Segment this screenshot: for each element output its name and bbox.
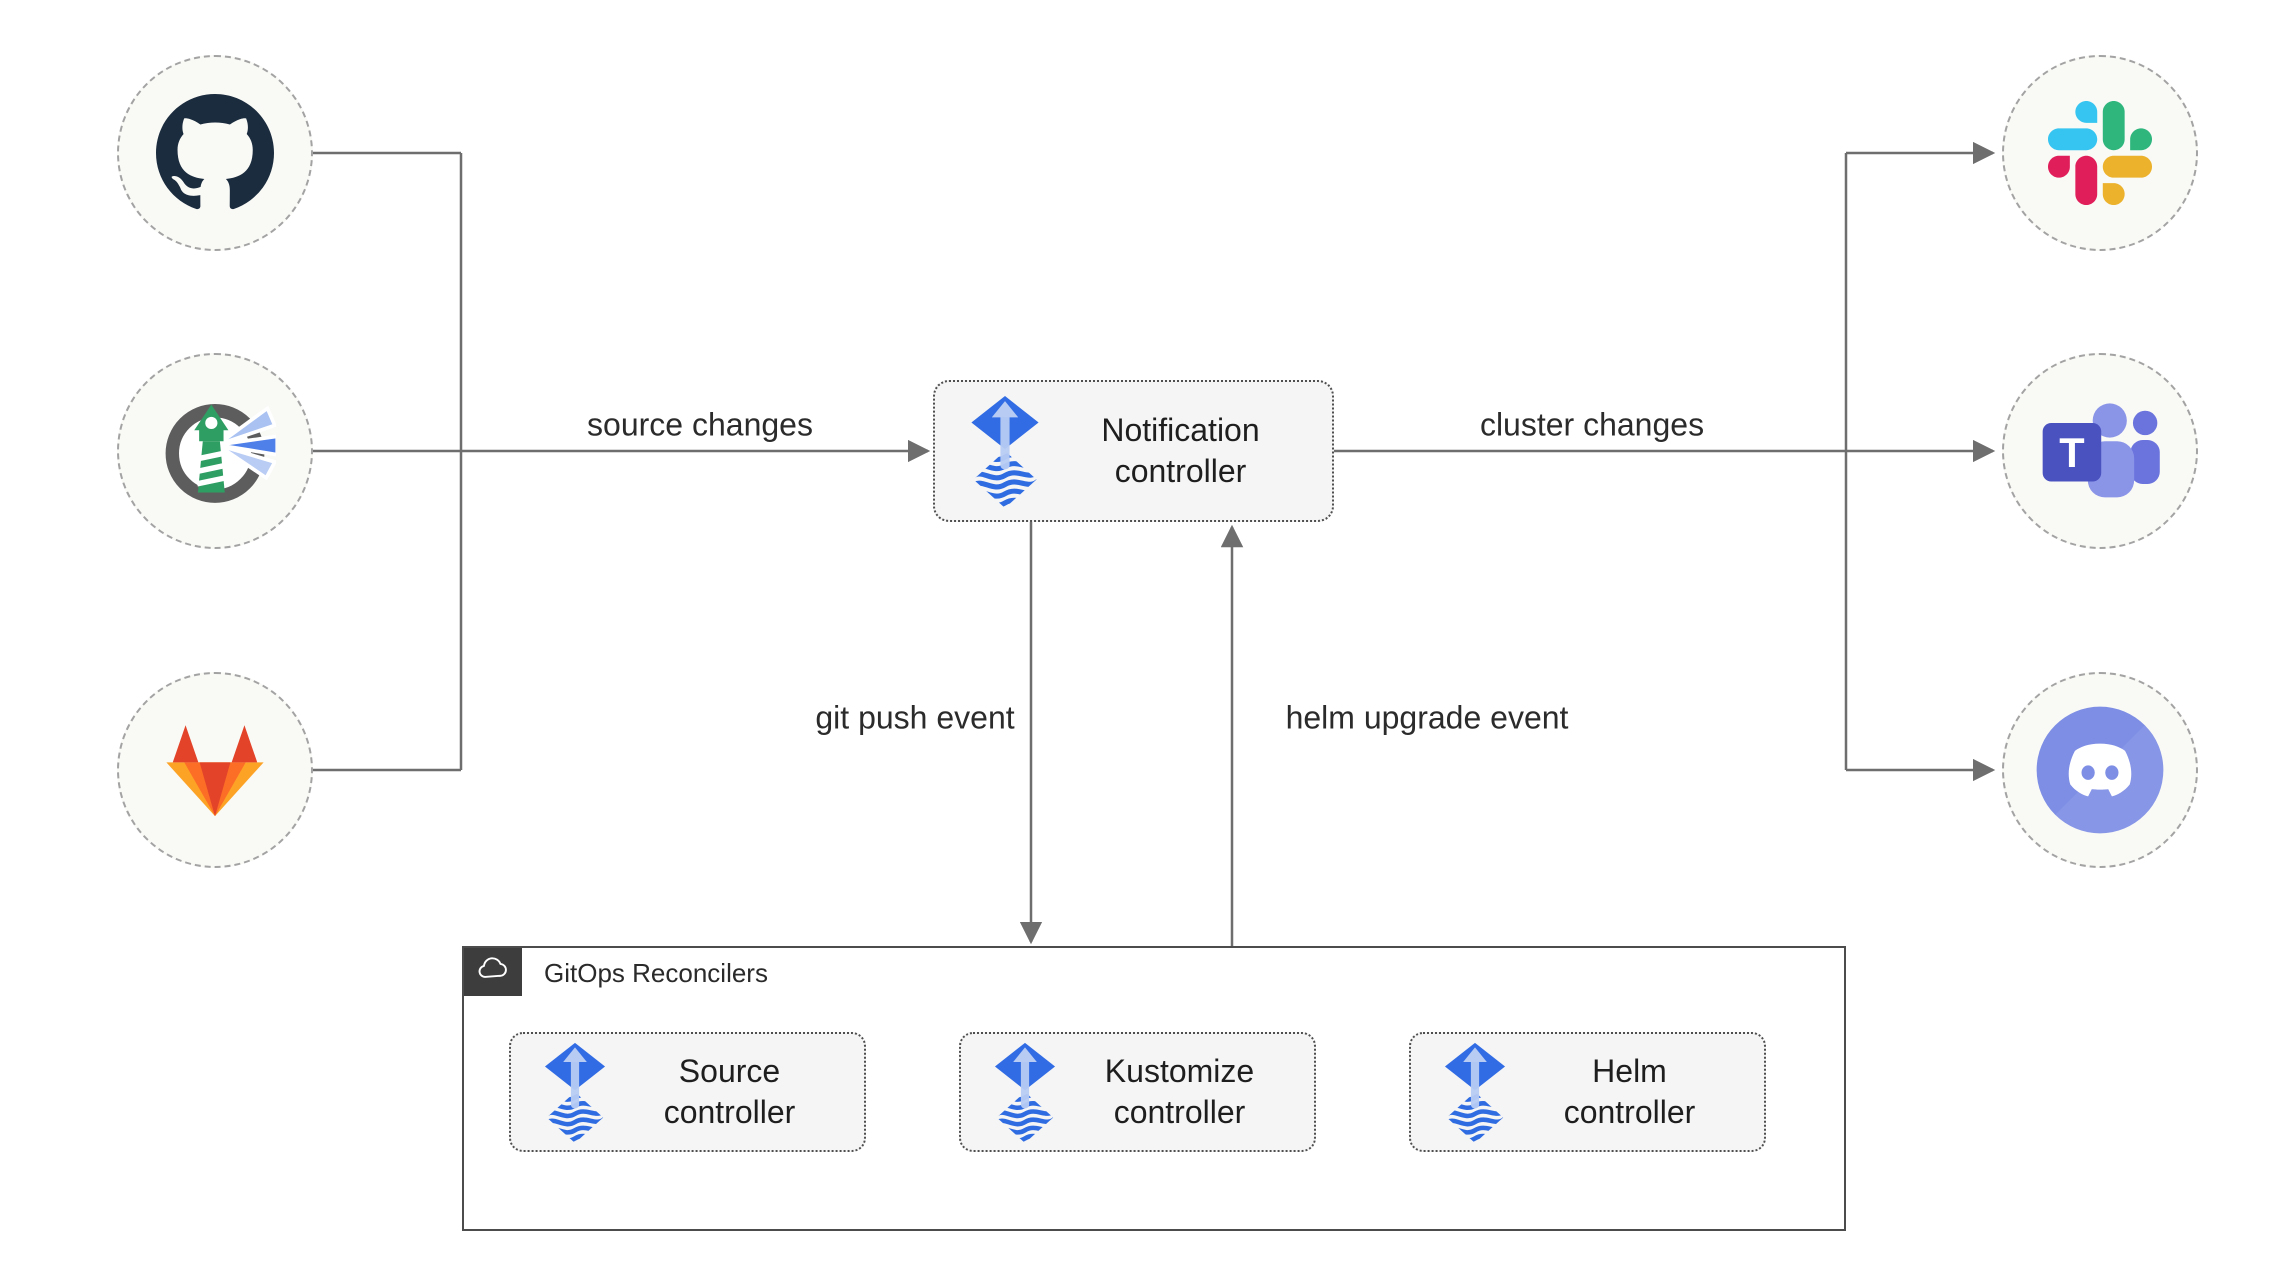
node-teams: T <box>2002 353 2198 549</box>
group-title: GitOps Reconcilers <box>544 958 768 988</box>
label-helm-upgrade-event: helm upgrade event <box>1285 699 1569 736</box>
kustomize-controller-box: Kustomize controller <box>959 1032 1316 1152</box>
label-git-push-event: git push event <box>815 699 1015 736</box>
node-github <box>117 55 313 251</box>
kustomize-controller-label: Kustomize controller <box>1104 1053 1255 1130</box>
group-badge <box>464 948 522 996</box>
node-slack <box>2002 55 2198 251</box>
flux-icon <box>967 394 1043 508</box>
teams-letter: T <box>2059 429 2084 476</box>
teams-icon: T <box>2039 390 2161 512</box>
notification-controller-box: Notification controller <box>933 380 1334 522</box>
harbor-icon <box>154 390 276 512</box>
source-controller-label: Source controller <box>663 1053 796 1130</box>
label-cluster-changes: cluster changes <box>1479 406 1705 443</box>
source-controller-box: Source controller <box>509 1032 866 1152</box>
notification-controller-label: Notification controller <box>1101 412 1260 489</box>
discord-icon <box>2034 704 2166 836</box>
gitlab-icon <box>151 706 279 834</box>
slack-icon <box>2048 101 2152 205</box>
flux-icon <box>991 1041 1059 1143</box>
node-discord <box>2002 672 2198 868</box>
flux-icon <box>1441 1041 1509 1143</box>
node-gitlab <box>117 672 313 868</box>
flux-icon <box>541 1041 609 1143</box>
helm-controller-label: Helm controller <box>1563 1053 1696 1130</box>
github-icon <box>156 94 274 212</box>
helm-controller-box: Helm controller <box>1409 1032 1766 1152</box>
node-harbor <box>117 353 313 549</box>
cloud-icon <box>476 956 510 989</box>
label-source-changes: source changes <box>587 406 813 443</box>
